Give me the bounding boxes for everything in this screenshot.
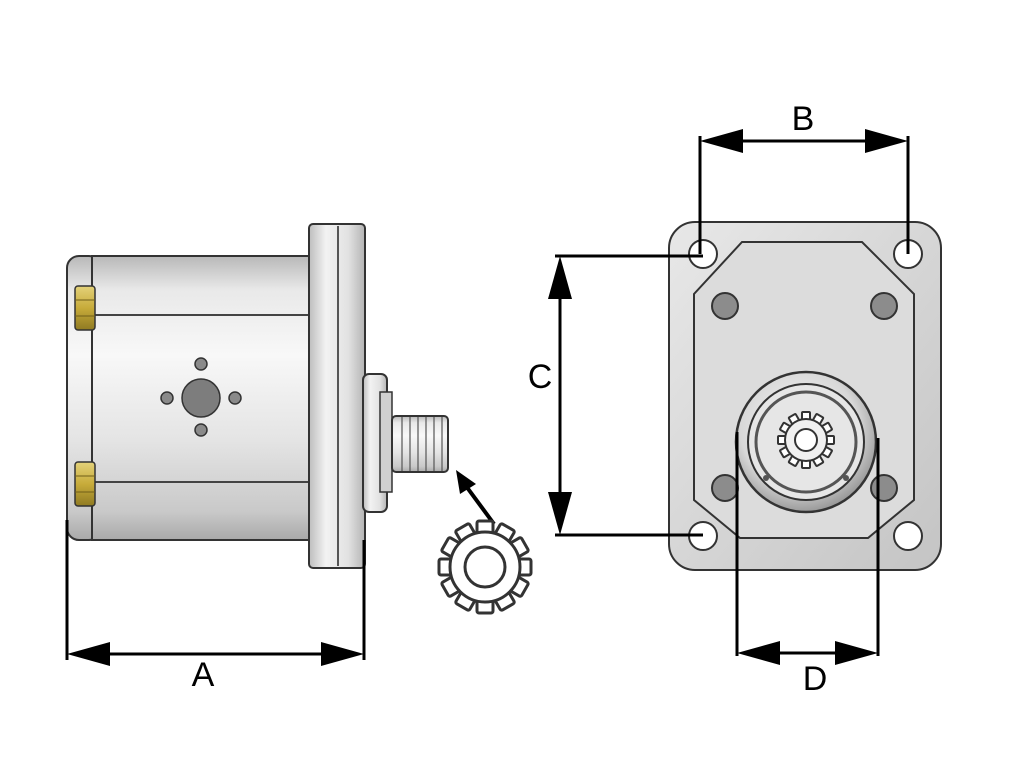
dimension-b-label: B bbox=[792, 100, 815, 138]
pump-front-view bbox=[668, 221, 942, 571]
dimension-d: D bbox=[735, 432, 880, 698]
dimension-a: A bbox=[65, 520, 366, 694]
mounting-hole-bottom-right bbox=[893, 521, 923, 551]
bolt-top bbox=[74, 285, 96, 331]
dimension-c: C bbox=[528, 254, 703, 537]
body-bolt-bottom-left bbox=[711, 474, 739, 502]
port-hole-left bbox=[160, 391, 174, 405]
splined-shaft bbox=[391, 415, 449, 473]
dimension-b: B bbox=[698, 100, 910, 254]
side-port bbox=[181, 378, 221, 418]
dimension-c-label: C bbox=[528, 358, 553, 396]
body-bolt-top-right bbox=[870, 292, 898, 320]
port-hole-right bbox=[228, 391, 242, 405]
body-bolt-bottom-right bbox=[870, 474, 898, 502]
body-bolt-top-left bbox=[711, 292, 739, 320]
spline-gear-icon bbox=[437, 519, 533, 615]
front-shaft-spline bbox=[777, 411, 835, 469]
retaining-ring bbox=[754, 390, 858, 494]
pump-side-view bbox=[66, 223, 449, 569]
bolt-bottom bbox=[74, 461, 96, 507]
dimension-d-label: D bbox=[803, 660, 828, 698]
dimension-a-label: A bbox=[192, 656, 215, 694]
port-hole-bottom bbox=[194, 423, 208, 437]
port-hole-top bbox=[194, 357, 208, 371]
arrow-icon bbox=[456, 470, 496, 526]
mounting-hole-top-left bbox=[688, 239, 718, 269]
